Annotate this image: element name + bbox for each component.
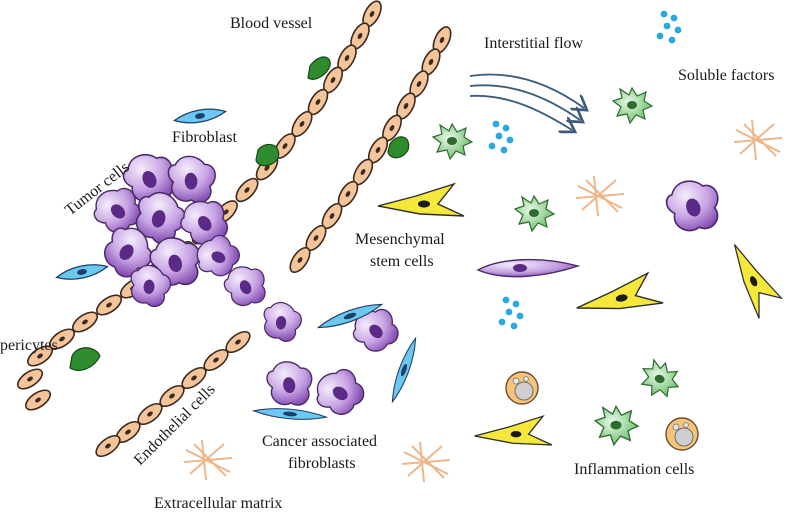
pericyte-cells xyxy=(69,56,410,371)
label-mesenchymal-stem-cells-line1: Mesenchymal xyxy=(355,231,445,248)
soluble-factor-clusters xyxy=(488,10,682,330)
label-interstitial-flow: Interstitial flow xyxy=(484,35,584,52)
mesenchymal-stem-cells xyxy=(377,183,786,446)
label-inflammation-cells: Inflammation cells xyxy=(574,461,694,478)
label-blood-vessel: Blood vessel xyxy=(230,15,313,32)
interstitial-flow-arrows xyxy=(469,73,584,130)
label-pericytes: pericytes xyxy=(0,337,58,354)
label-cancer-associated-fibroblasts-line1: Cancer associated xyxy=(262,433,377,450)
endothelial-lower-wall xyxy=(91,327,255,461)
label-extracellular-matrix: Extracellular matrix xyxy=(154,495,282,512)
label-cancer-associated-fibroblasts-line2: fibroblasts xyxy=(288,455,356,472)
label-mesenchymal-stem-cells-line2: stem cells xyxy=(370,253,434,270)
migrating-tumor-cells xyxy=(223,178,722,424)
label-fibroblast: Fibroblast xyxy=(172,129,237,146)
label-soluble-factors: Soluble factors xyxy=(678,67,774,84)
